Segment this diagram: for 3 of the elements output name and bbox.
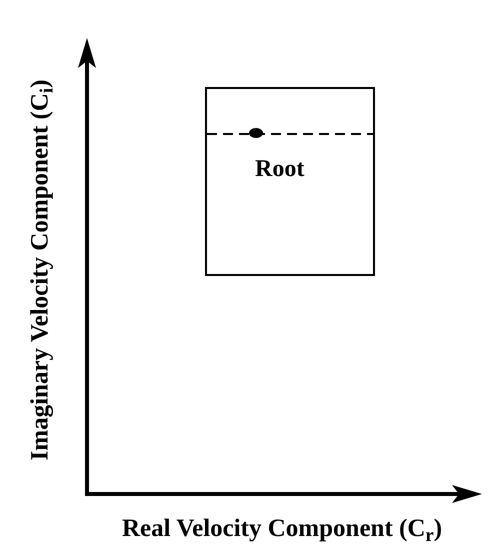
root-region-box: [205, 87, 375, 276]
root-label: Root: [255, 157, 304, 181]
x-axis-label: Real Velocity Component (C$_{r}$): [122, 516, 442, 541]
